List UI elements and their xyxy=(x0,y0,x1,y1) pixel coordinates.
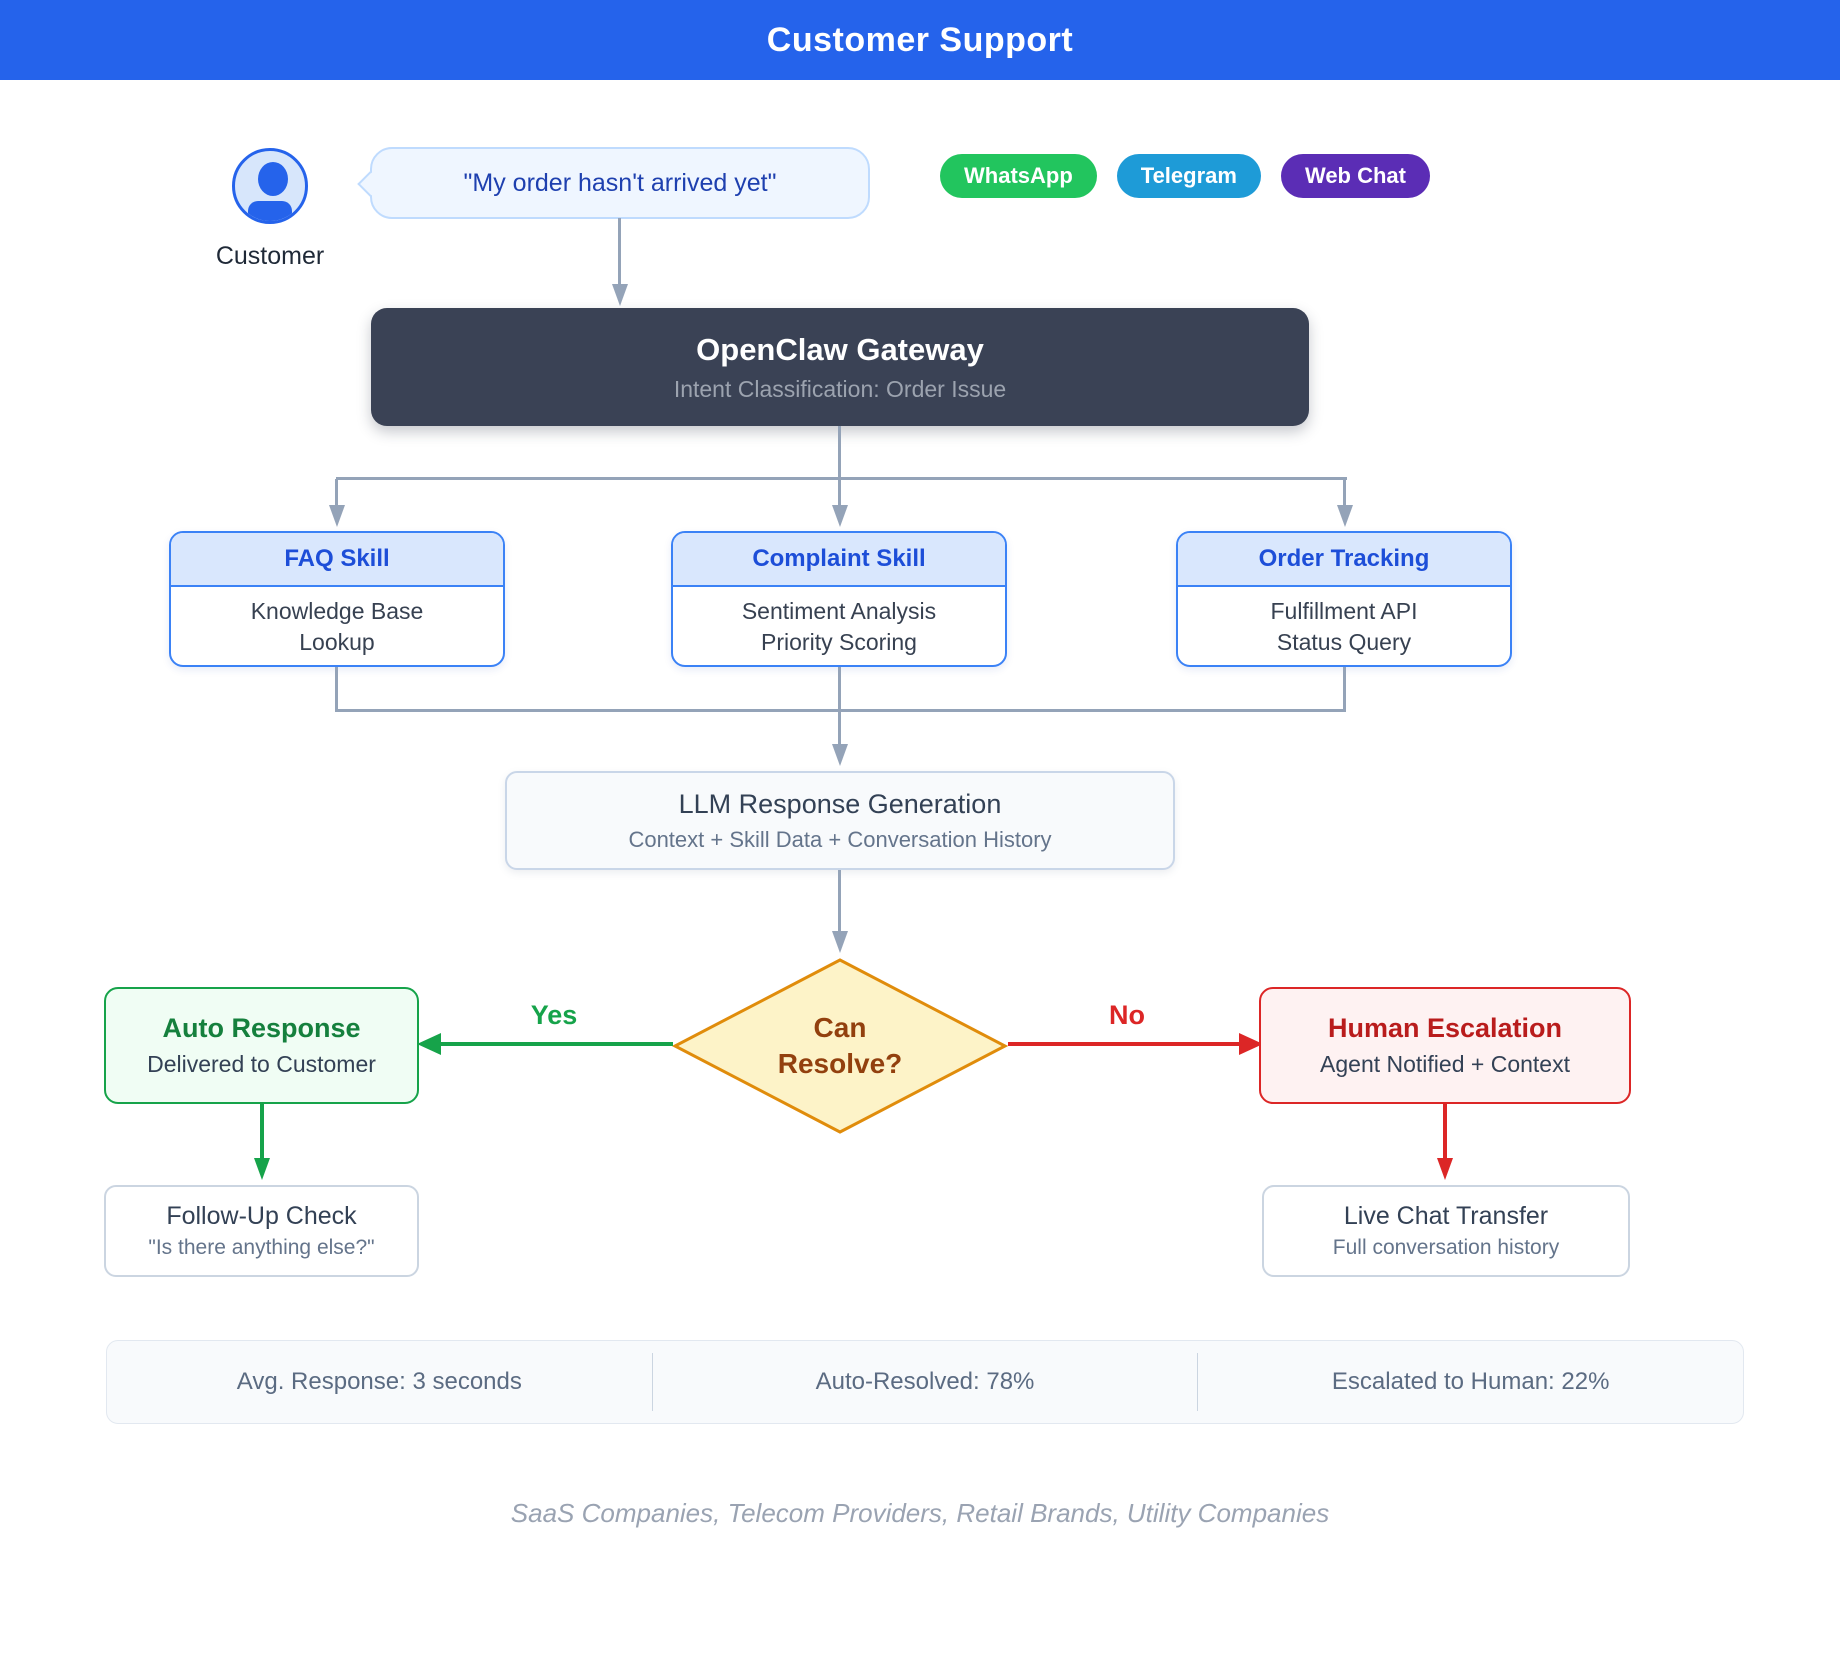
connector-split-horizontal xyxy=(336,477,1347,480)
skill-line: Fulfillment API xyxy=(1270,597,1418,624)
arrow-down-icon xyxy=(832,505,848,527)
skill-title: Complaint Skill xyxy=(752,545,926,572)
connector-faq-merge xyxy=(335,667,338,712)
skill-line: Priority Scoring xyxy=(761,629,917,655)
skill-line: Sentiment Analysis xyxy=(741,597,937,624)
telegram-badge: Telegram xyxy=(1116,154,1261,198)
skill-title: FAQ Skill xyxy=(284,545,390,572)
skill-title: Order Tracking xyxy=(1258,545,1430,572)
industries-footer: SaaS Companies, Telecom Providers, Retai… xyxy=(510,1498,1330,1528)
auto-response-node: Auto Response Delivered to Customer xyxy=(104,987,419,1104)
header-bar: Customer Support xyxy=(0,0,1840,80)
customer-message: "My order hasn't arrived yet" xyxy=(463,168,777,197)
skill-header: FAQ Skill xyxy=(171,533,503,587)
decision-node: Can Resolve? xyxy=(671,957,1009,1135)
stat-auto-resolved: Auto-Resolved: 78% xyxy=(651,1353,1198,1411)
llm-title: LLM Response Generation xyxy=(678,788,1002,819)
connector-order-merge xyxy=(1343,667,1346,712)
arrow-down-icon xyxy=(612,284,628,306)
livechat-title: Live Chat Transfer xyxy=(1343,1202,1549,1230)
skill-line: Knowledge Base xyxy=(250,597,424,624)
auto-response-title: Auto Response xyxy=(162,1013,361,1043)
yes-label: Yes xyxy=(530,1000,578,1030)
gateway-title: OpenClaw Gateway xyxy=(696,331,984,367)
arrow-down-icon xyxy=(1437,1158,1453,1180)
skill-header: Complaint Skill xyxy=(673,533,1005,587)
channel-badges: WhatsApp Telegram Web Chat xyxy=(940,154,1430,198)
followup-node: Follow-Up Check "Is there anything else?… xyxy=(104,1185,419,1277)
stat-escalated: Escalated to Human: 22% xyxy=(1197,1353,1743,1411)
connector-escalation-livechat xyxy=(1443,1104,1447,1160)
decision-diamond-shape xyxy=(671,958,1009,1134)
skill-node-order-tracking: Order Tracking Fulfillment API Status Qu… xyxy=(1176,531,1512,667)
stats-bar: Avg. Response: 3 seconds Auto-Resolved: … xyxy=(106,1340,1744,1424)
customer-message-bubble: "My order hasn't arrived yet" xyxy=(357,147,870,219)
bubble-tail xyxy=(357,171,383,197)
connector-complaint-merge xyxy=(838,667,841,712)
arrow-down-icon xyxy=(254,1158,270,1180)
llm-node: LLM Response Generation Context + Skill … xyxy=(505,771,1175,870)
decision-line: Can xyxy=(813,1011,867,1043)
arrow-down-icon xyxy=(329,505,345,527)
followup-subtitle: "Is there anything else?" xyxy=(148,1236,375,1259)
livechat-subtitle: Full conversation history xyxy=(1332,1236,1560,1259)
llm-subtitle: Context + Skill Data + Conversation Hist… xyxy=(628,826,1052,852)
human-escalation-node: Human Escalation Agent Notified + Contex… xyxy=(1259,987,1631,1104)
connector-no xyxy=(1008,1042,1243,1046)
gateway-subtitle: Intent Classification: Order Issue xyxy=(673,375,1007,402)
connector-merge-horizontal xyxy=(335,709,1346,712)
skill-body: Fulfillment API Status Query xyxy=(1178,587,1510,665)
skill-node-complaint: Complaint Skill Sentiment Analysis Prior… xyxy=(671,531,1007,667)
connector-bubble-gateway xyxy=(618,218,621,286)
auto-response-subtitle: Delivered to Customer xyxy=(147,1051,376,1077)
person-icon xyxy=(258,162,288,196)
arrow-down-icon xyxy=(1337,505,1353,527)
no-label: No xyxy=(1109,1000,1145,1030)
human-escalation-title: Human Escalation xyxy=(1327,1013,1563,1043)
skill-body: Knowledge Base Lookup xyxy=(171,587,503,665)
gateway-node: OpenClaw Gateway Intent Classification: … xyxy=(371,308,1309,426)
arrow-right-icon xyxy=(1239,1033,1263,1055)
skill-line: Status Query xyxy=(1276,629,1412,655)
followup-title: Follow-Up Check xyxy=(166,1202,357,1230)
customer-label: Customer xyxy=(215,242,325,270)
connector-yes xyxy=(437,1042,673,1046)
livechat-node: Live Chat Transfer Full conversation his… xyxy=(1262,1185,1630,1277)
arrow-down-icon xyxy=(832,931,848,953)
human-escalation-subtitle: Agent Notified + Context xyxy=(1320,1051,1570,1077)
decision-question: Can Resolve? xyxy=(672,957,1008,1135)
connector-stub-faq xyxy=(335,479,338,507)
skill-body: Sentiment Analysis Priority Scoring xyxy=(673,587,1005,665)
connector-llm-decision xyxy=(838,870,841,933)
webchat-badge: Web Chat xyxy=(1280,154,1430,198)
arrow-down-icon xyxy=(832,744,848,766)
customer-avatar xyxy=(232,148,308,224)
connector-gateway-split xyxy=(838,426,841,479)
whatsapp-badge: WhatsApp xyxy=(940,154,1097,198)
connector-stub-order xyxy=(1343,479,1346,507)
arrow-left-icon xyxy=(417,1033,441,1055)
page-title: Customer Support xyxy=(766,20,1074,59)
person-icon xyxy=(248,201,292,221)
skill-header: Order Tracking xyxy=(1178,533,1510,587)
connector-stub-complaint xyxy=(838,479,841,507)
skill-line: Lookup xyxy=(299,629,375,655)
stat-avg-response: Avg. Response: 3 seconds xyxy=(236,1368,522,1395)
decision-line: Resolve? xyxy=(777,1048,903,1079)
connector-merge-llm xyxy=(838,712,841,746)
skill-node-faq: FAQ Skill Knowledge Base Lookup xyxy=(169,531,505,667)
connector-auto-followup xyxy=(260,1104,264,1160)
